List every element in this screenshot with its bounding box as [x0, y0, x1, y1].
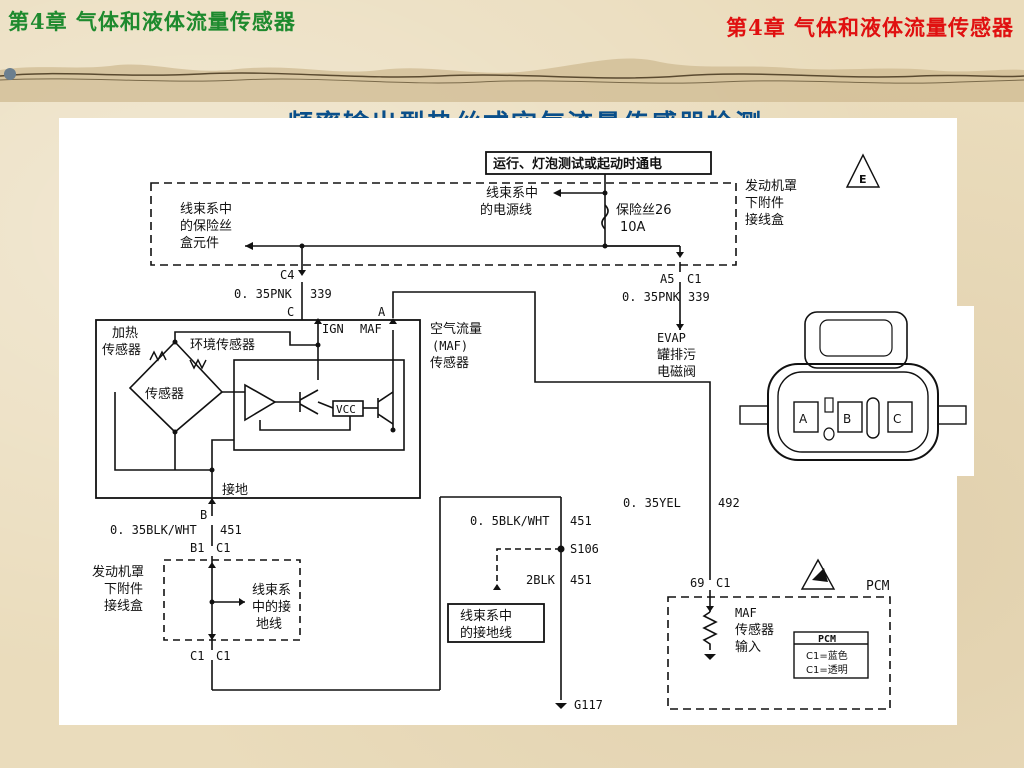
- pcm-label: PCM: [866, 579, 890, 594]
- splice-s106: S106: [570, 542, 599, 556]
- ground-label: 接地: [222, 482, 248, 498]
- connector-panel: [738, 306, 974, 476]
- wire-blk-wht-mid: 0. 5BLK/WHT: [470, 514, 549, 528]
- maf-sensor-line-1: 空气流量: [430, 321, 482, 337]
- underhood-box2-line-2: 下附件: [104, 582, 143, 597]
- vcc-label: VCC: [336, 403, 356, 416]
- underhood-box-line-1: 发动机罩: [745, 178, 797, 194]
- pcm-table-title: PCM: [818, 634, 836, 645]
- underhood-box-line-3: 接线盒: [745, 212, 784, 228]
- connector-c1-top: C1: [687, 272, 701, 286]
- connector-c1-bottom-right: C1: [216, 649, 230, 663]
- heater-sensor-line-2: 传感器: [102, 342, 141, 358]
- bridge-sensor-label: 传感器: [145, 386, 184, 402]
- underhood-box2-line-3: 接线盒: [104, 598, 143, 614]
- mountain-decoration: [0, 58, 1024, 102]
- harness-ground-box-line-2: 的接地线: [460, 625, 512, 641]
- fuse-block-line-2: 的保险丝: [180, 218, 232, 234]
- ground-g117: G117: [574, 698, 603, 712]
- harness-ground-line-2: 中的接: [252, 599, 291, 615]
- wire-yel-num: 492: [718, 496, 740, 510]
- chapter-title-right: 第4章 气体和液体流量传感器: [726, 15, 1014, 40]
- wire-pnk-left-num: 339: [310, 287, 332, 301]
- connector-pin-a: A: [799, 412, 808, 426]
- fuse-block-line-3: 盒元件: [180, 235, 219, 251]
- wire-2blk-num: 451: [570, 573, 592, 587]
- connector-pin-b: B: [843, 412, 851, 426]
- connector-c1-bottom-left: C1: [190, 649, 204, 663]
- power-condition-label: 运行、灯泡测试或起动时通电: [493, 156, 662, 172]
- warning-icon-text: E: [859, 173, 867, 186]
- connector-a5: A5: [660, 272, 674, 286]
- harness-ground-line-1: 线束系: [252, 583, 291, 598]
- pin-b: B: [200, 508, 207, 522]
- heater-sensor-line-1: 加热: [112, 326, 138, 341]
- pin-a: A: [378, 305, 386, 319]
- fuse-label-line-2: 10A: [620, 220, 646, 235]
- fuse-label-line-1: 保险丝26: [616, 203, 672, 218]
- chapter-title-left: 第4章 气体和液体流量传感器: [8, 9, 296, 34]
- ambient-sensor-label: 环境传感器: [190, 337, 255, 353]
- wire-2blk: 2BLK: [526, 573, 556, 587]
- wire-pnk-right: 0. 35PNK: [622, 290, 681, 304]
- wire-pnk-left: 0. 35PNK: [234, 287, 293, 301]
- fuse-block-line-1: 线束系中: [180, 202, 232, 217]
- power-line-line-2: 的电源线: [480, 202, 532, 218]
- wire-blk-wht-left-num: 451: [220, 523, 242, 537]
- harness-ground-line-3: 地线: [256, 617, 282, 632]
- connector-b1-c1: C1: [216, 541, 230, 555]
- wire-blk-wht-mid-num: 451: [570, 514, 592, 528]
- wire-yel: 0. 35YEL: [623, 496, 681, 510]
- evap-line-2: 罐排污: [657, 348, 696, 363]
- connector-69: 69: [690, 576, 704, 590]
- connector-pin-c: C: [893, 412, 901, 426]
- maf-input-line-2: 传感器: [735, 622, 774, 638]
- wire-pnk-right-num: 339: [688, 290, 710, 304]
- harness-ground-box-line-1: 线束系中: [460, 609, 512, 624]
- maf-sensor-line-2: (MAF): [432, 339, 468, 353]
- maf-input-line-1: MAF: [735, 606, 757, 620]
- pcm-table-row-2: C1=透明: [806, 664, 848, 676]
- pin-c: C: [287, 305, 294, 319]
- underhood-box2-line-1: 发动机罩: [92, 564, 144, 580]
- evap-line-3: 电磁阀: [657, 365, 696, 380]
- maf-input-line-3: 输入: [735, 639, 761, 655]
- maf-sensor-line-3: 传感器: [430, 355, 469, 371]
- connector-b1: B1: [190, 541, 204, 555]
- evap-line-1: EVAP: [657, 331, 686, 345]
- ign-pin-label: IGN: [322, 322, 344, 336]
- wire-blk-wht-left: 0. 35BLK/WHT: [110, 523, 197, 537]
- underhood-box-line-2: 下附件: [745, 196, 784, 211]
- connector-69-c1: C1: [716, 576, 730, 590]
- pcm-table-row-1: C1=蓝色: [806, 649, 848, 662]
- power-line-line-1: 线束系中: [486, 186, 538, 201]
- maf-pin-label: MAF: [360, 322, 382, 336]
- connector-c4: C4: [280, 268, 294, 282]
